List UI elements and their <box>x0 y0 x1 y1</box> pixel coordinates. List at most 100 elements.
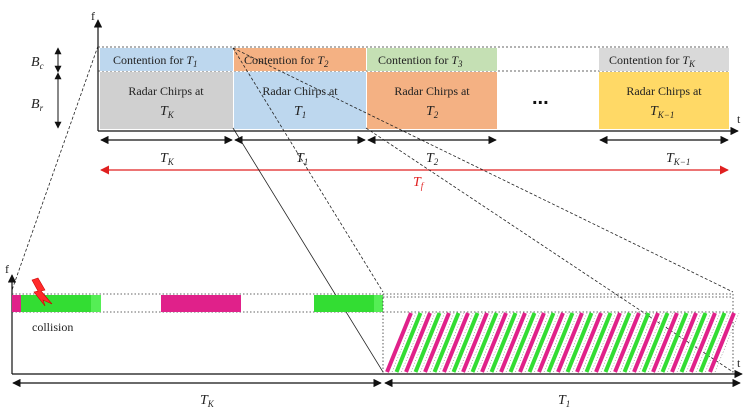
chirp-stripe <box>385 312 413 373</box>
collision-label: collision <box>32 320 73 334</box>
chirp-stripe <box>698 312 727 373</box>
chirp-stripe <box>565 312 594 373</box>
chirp-guide <box>562 312 588 373</box>
svg-text:Radar Chirps at: Radar Chirps at <box>128 84 204 98</box>
chirp-guide <box>610 312 635 373</box>
chirp-stripe <box>679 312 708 373</box>
top-f-label: f <box>91 9 95 23</box>
bottom-dur-label-t1: T1 <box>558 393 570 409</box>
chirp-stripe <box>632 312 660 373</box>
contention-box-t2: Contention for T2 <box>234 48 366 71</box>
chirp-guide <box>648 312 673 373</box>
chirp-guide <box>410 312 436 373</box>
svg-text:Contention for TK: Contention for TK <box>609 53 696 69</box>
chirp-stripe <box>651 312 679 373</box>
bottom-dur-label-tk: TK <box>200 393 215 409</box>
svg-text:TK: TK <box>160 104 175 120</box>
svg-text:TK−1: TK−1 <box>650 104 674 120</box>
chirp-stripe <box>518 312 546 373</box>
chirp-guide <box>391 312 417 373</box>
chirp-stripe <box>546 312 575 373</box>
chirp-guide <box>553 312 578 373</box>
chirp-guide <box>591 312 616 373</box>
chirp-guide <box>515 312 540 373</box>
chirp-guide <box>439 312 464 373</box>
svg-text:Radar Chirps at: Radar Chirps at <box>394 84 470 98</box>
chirp-stripe <box>575 312 603 373</box>
chirp-guide <box>619 312 645 373</box>
proj-line-right <box>365 127 734 373</box>
dur-label-tk: TK <box>160 151 175 167</box>
chirp-guide <box>401 312 426 373</box>
slot-green-3b <box>374 295 383 312</box>
chirp-stripe <box>537 312 565 373</box>
slot-green-1 <box>21 295 91 312</box>
chirp-stripe <box>689 312 717 373</box>
proj-line-left <box>11 45 99 291</box>
chirp-guide <box>486 312 512 373</box>
chirp-stripe <box>556 312 584 373</box>
chirp-stripe <box>451 312 480 373</box>
chirp-stripe <box>404 312 432 373</box>
slot-magenta-small <box>12 295 21 312</box>
chirp-stripe <box>594 312 622 373</box>
bc-label: Bc <box>31 55 44 71</box>
chirp-stripe <box>508 312 537 373</box>
slot-green-1b <box>91 295 101 312</box>
chirp-guide <box>638 312 664 373</box>
br-label: Br <box>31 97 44 113</box>
bottom-t-label: t <box>737 356 741 370</box>
proj-line-mid <box>232 47 384 293</box>
chirp-stripe <box>461 312 489 373</box>
top-t-label: t <box>737 112 741 126</box>
chirp-stripe <box>480 312 508 373</box>
chirp-stripe <box>489 312 518 373</box>
contention-box-t1: Contention for T1 <box>100 48 233 71</box>
proj-line-mid2 <box>232 127 384 373</box>
dur-label-t1: T1 <box>296 151 308 167</box>
svg-text:Contention for T1: Contention for T1 <box>113 53 198 69</box>
dur-label-t2: T2 <box>426 151 439 167</box>
chirp-guide <box>714 312 740 373</box>
dur-label-tk-1: TK−1 <box>666 151 690 167</box>
chirp-box-t1: Radar Chirps at T1 <box>234 72 366 129</box>
chirp-guide <box>667 312 692 373</box>
chirp-stripe <box>584 312 613 373</box>
chirp-stripe <box>670 312 698 373</box>
chirp-box-tk: Radar Chirps at TK <box>100 72 233 129</box>
frame-label-tf: Tf <box>413 175 425 191</box>
chirp-guide <box>505 312 531 373</box>
chirp-guide <box>429 312 455 373</box>
chirp-guide <box>581 312 607 373</box>
ellipsis: ... <box>532 87 549 109</box>
chirp-box-tk-1: Radar Chirps at TK−1 <box>599 72 729 129</box>
chirp-stripe <box>423 312 451 373</box>
chirp-stripe <box>413 312 442 373</box>
chirp-stripe <box>622 312 651 373</box>
chirp-guide <box>705 312 730 373</box>
svg-text:Radar Chirps at: Radar Chirps at <box>626 84 702 98</box>
chirp-guide <box>524 312 550 373</box>
chirp-stripe <box>613 312 641 373</box>
chirp-guide <box>534 312 559 373</box>
chirp-guide <box>543 312 569 373</box>
chirp-guide <box>572 312 597 373</box>
chirp-guide <box>467 312 493 373</box>
chirp-stripe <box>432 312 461 373</box>
svg-text:Radar Chirps at: Radar Chirps at <box>262 84 338 98</box>
svg-text:Contention for T2: Contention for T2 <box>244 53 329 69</box>
svg-text:T2: T2 <box>426 104 439 120</box>
chirp-box-t2: Radar Chirps at T2 <box>367 72 497 129</box>
chirp-guide <box>600 312 626 373</box>
chirp-stripe <box>603 312 632 373</box>
chirp-guide <box>448 312 474 373</box>
chirp-guide <box>686 312 711 373</box>
bottom-f-label: f <box>5 262 9 276</box>
chirp-guide <box>420 312 445 373</box>
chirp-stripe <box>470 312 499 373</box>
chirp-guide <box>657 312 683 373</box>
slot-magenta-2 <box>161 295 241 312</box>
chirp-stripe <box>442 312 470 373</box>
chirp-stripe <box>527 312 556 373</box>
